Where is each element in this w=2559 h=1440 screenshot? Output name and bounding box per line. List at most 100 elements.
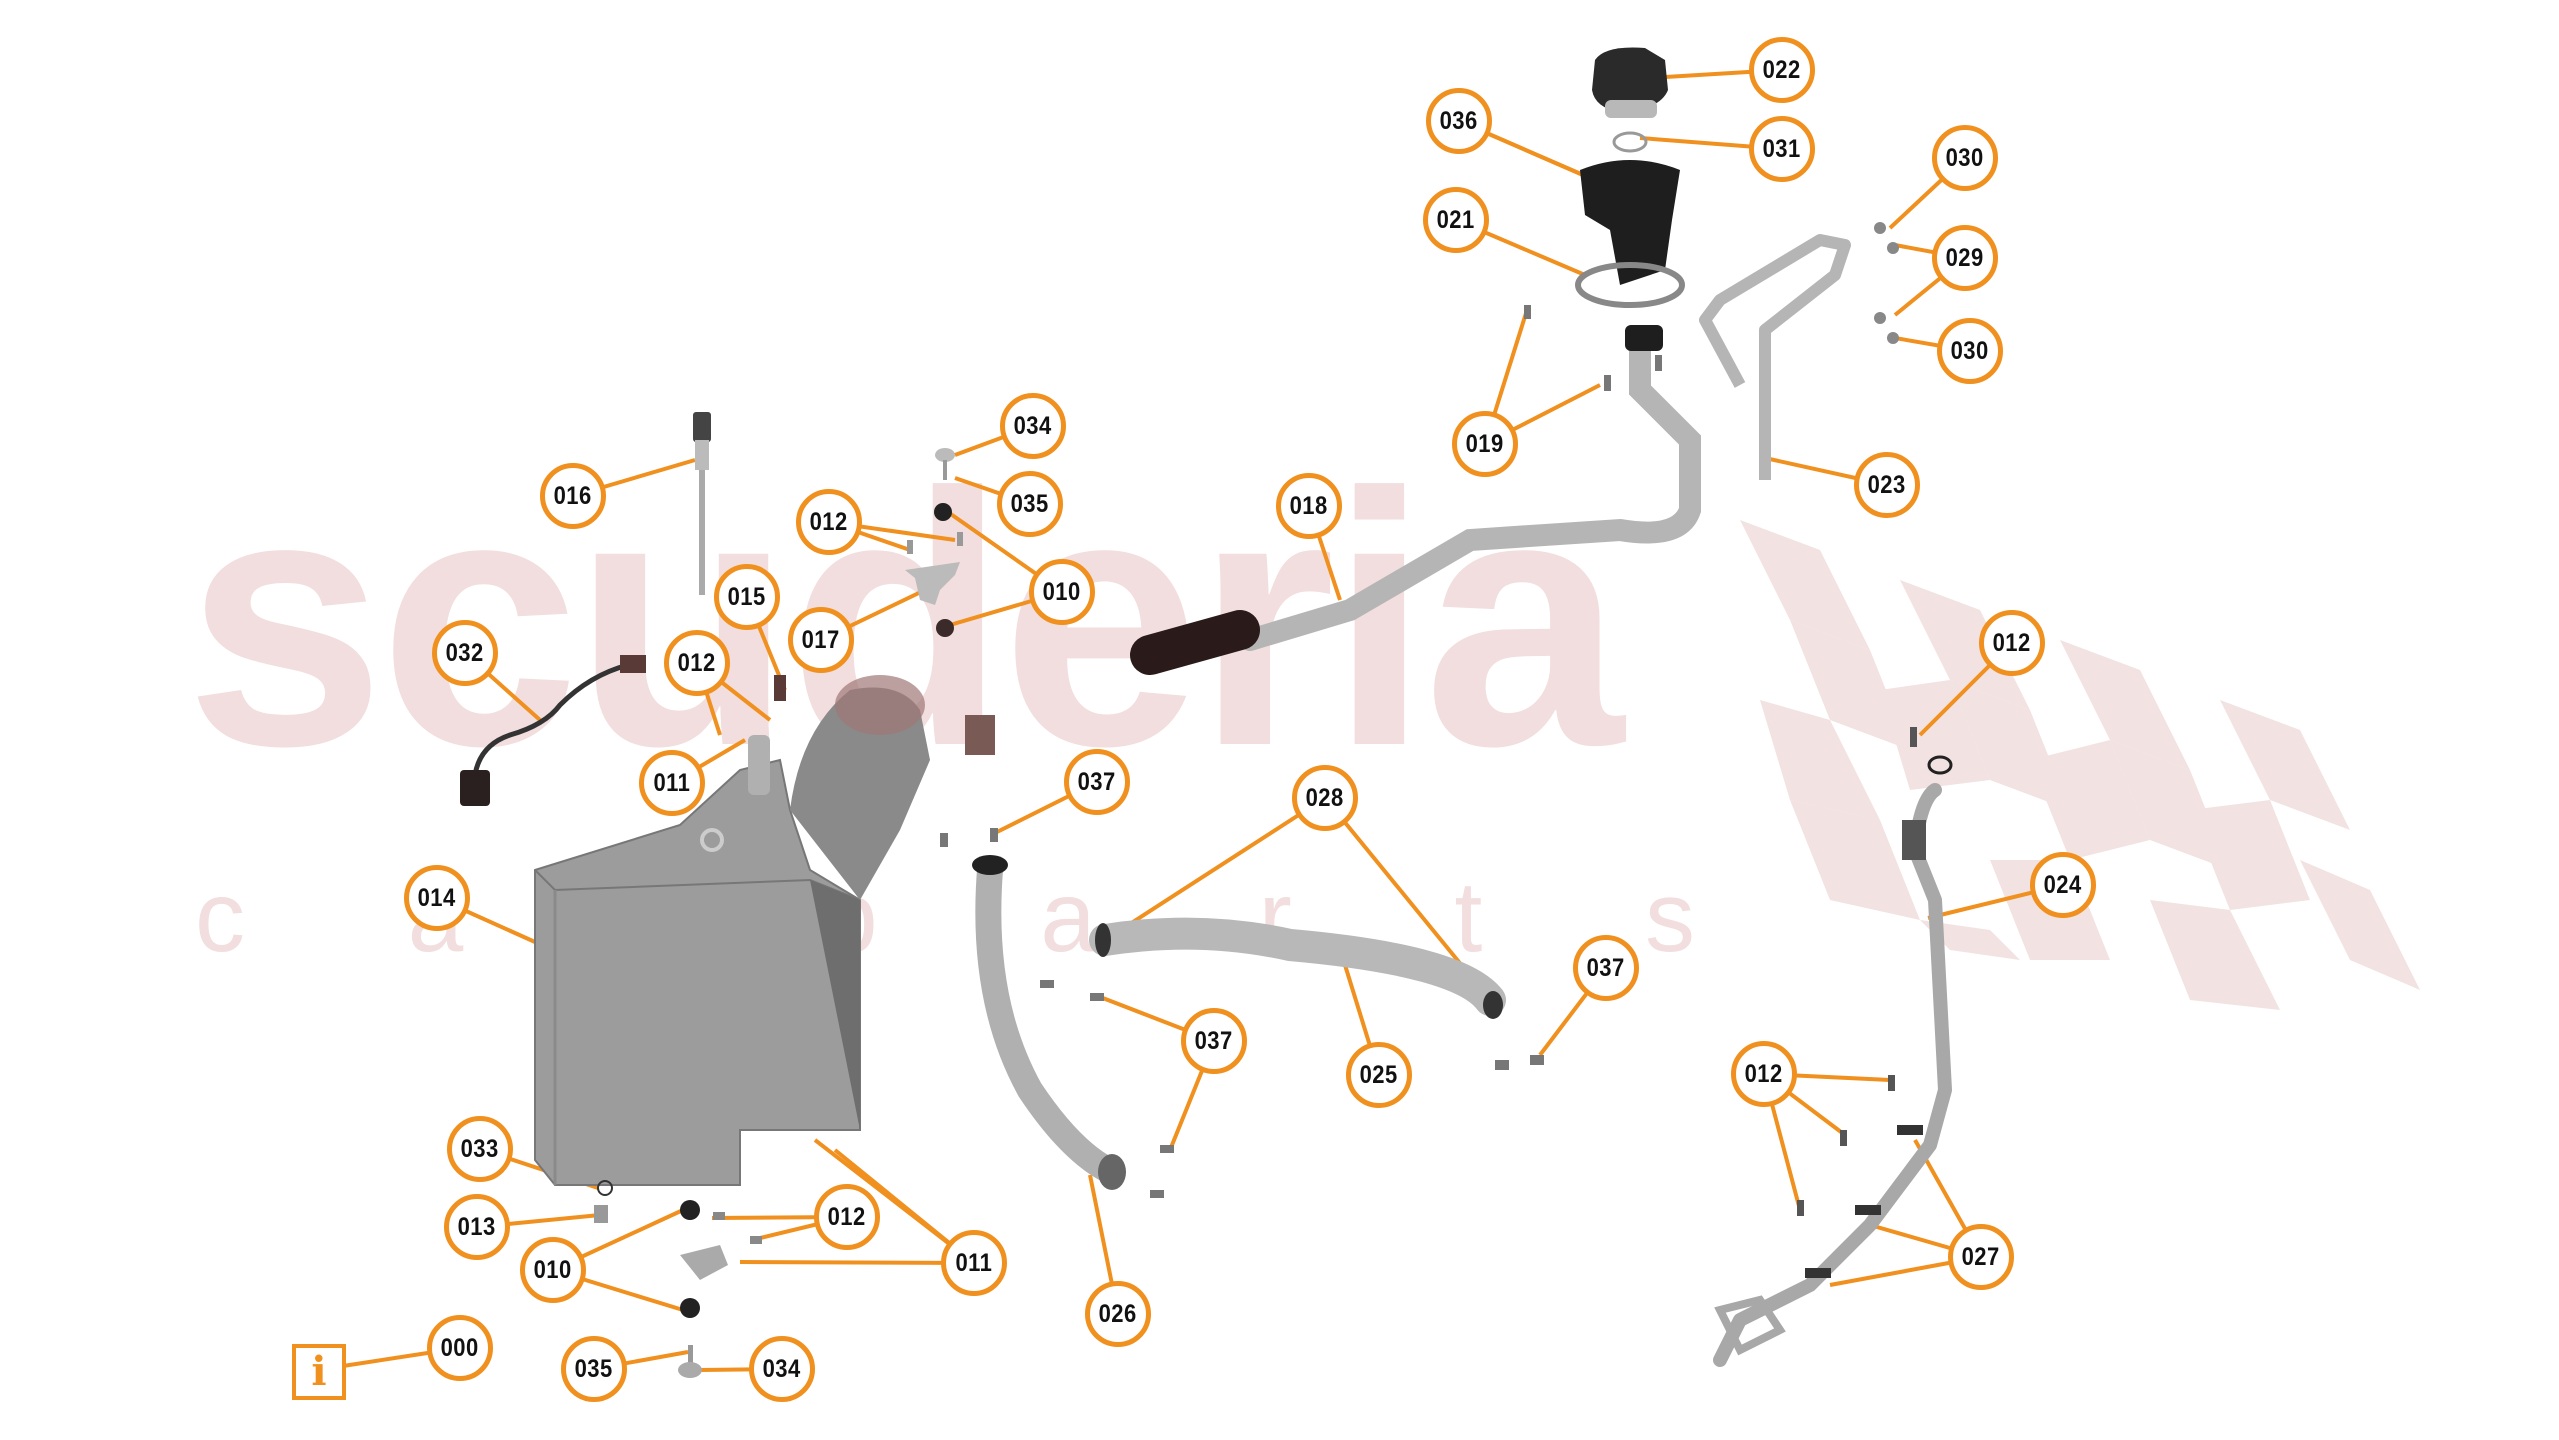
clips-027 [1805,1125,1923,1278]
callout-label: 010 [533,1255,573,1284]
wiring-harness-032 [460,655,646,806]
callout-label: 028 [1305,783,1345,812]
callout-label: 018 [1289,491,1329,520]
grommet-010 [934,503,952,521]
callout-label: 032 [445,638,485,667]
callout-label: 034 [762,1354,802,1383]
callout-030[interactable]: 030 [1937,318,2003,384]
callout-027[interactable]: 027 [1948,1224,2014,1290]
callout-012[interactable]: 012 [664,630,730,696]
callout-032[interactable]: 032 [432,620,498,686]
callout-label: 011 [653,768,691,797]
callout-022[interactable]: 022 [1749,37,1815,103]
callout-label: 033 [460,1134,500,1163]
callout-012[interactable]: 012 [796,489,862,555]
callout-label: 030 [1945,143,1985,172]
callout-label: 029 [1945,243,1985,272]
oil-pipe-024 [1713,783,1952,1367]
callout-014[interactable]: 014 [404,865,470,931]
callout-023[interactable]: 023 [1854,452,1920,518]
callout-012[interactable]: 012 [1979,610,2045,676]
callout-label: 030 [1950,336,1990,365]
callout-label: 012 [1744,1059,1784,1088]
callout-label: 026 [1098,1299,1138,1328]
washer-034 [935,448,955,462]
watermark-letter: t [1454,861,1483,973]
callout-034[interactable]: 034 [1000,393,1066,459]
bolts-012-right [1797,727,1917,1216]
callout-026[interactable]: 026 [1085,1281,1151,1347]
callout-label: 012 [827,1202,867,1231]
callout-label: 012 [1992,628,2032,657]
callout-012[interactable]: 012 [814,1184,880,1250]
callout-036[interactable]: 036 [1426,88,1492,154]
callout-037[interactable]: 037 [1064,749,1130,815]
callout-037[interactable]: 037 [1181,1008,1247,1074]
callout-013[interactable]: 013 [444,1194,510,1260]
clips-029-030 [1874,222,1899,344]
callout-029[interactable]: 029 [1932,225,1998,291]
watermark-letter: a [1040,861,1096,973]
callout-018[interactable]: 018 [1276,473,1342,539]
callout-016[interactable]: 016 [540,463,606,529]
callout-label: 023 [1867,470,1907,499]
callout-label: 035 [1010,489,1050,518]
seal-ring-021 [1575,262,1685,308]
callout-035[interactable]: 035 [561,1336,627,1402]
callout-label: 036 [1439,106,1479,135]
watermark-letter: s [1645,861,1695,973]
bracket-011 [680,1245,728,1280]
callout-033[interactable]: 033 [447,1116,513,1182]
callout-label: 019 [1465,429,1505,458]
washer-034b [678,1362,702,1378]
callout-label: 012 [809,507,849,536]
callout-028[interactable]: 028 [1292,765,1358,831]
callout-label: 037 [1077,767,1117,796]
level-sensor-016 [693,412,711,595]
callout-label: 022 [1762,55,1802,84]
callout-label: 031 [1762,134,1802,163]
callout-035[interactable]: 035 [997,471,1063,537]
callout-019[interactable]: 019 [1452,411,1518,477]
callout-010[interactable]: 010 [1029,559,1095,625]
bolts-019 [1524,305,1662,391]
info-icon[interactable]: i [292,1344,346,1400]
o-ring-033 [597,1180,613,1196]
callout-030[interactable]: 030 [1932,125,1998,191]
bracket-017 [905,562,960,605]
callout-label: 000 [440,1333,480,1362]
callout-011[interactable]: 011 [639,750,705,816]
callout-034[interactable]: 034 [749,1336,815,1402]
callout-000[interactable]: 000 [427,1315,493,1381]
callout-031[interactable]: 031 [1749,116,1815,182]
callout-label: 017 [801,625,841,654]
vent-pipe-023 [1699,234,1851,480]
callout-012[interactable]: 012 [1731,1041,1797,1107]
callout-010[interactable]: 010 [520,1237,586,1303]
callout-label: 012 [677,648,717,677]
callout-label: 021 [1436,205,1476,234]
callout-label: 037 [1586,953,1626,982]
callout-label: 013 [457,1212,497,1241]
plug-013 [594,1205,608,1223]
callout-label: 016 [553,481,593,510]
bolts-037 [940,828,1544,1198]
callout-024[interactable]: 024 [2030,852,2096,918]
callout-label: 025 [1359,1060,1399,1089]
callout-017[interactable]: 017 [788,607,854,673]
callout-037[interactable]: 037 [1573,935,1639,1001]
callout-025[interactable]: 025 [1346,1042,1412,1108]
filler-cap [1592,47,1668,118]
oil-tank-014 [534,675,995,1186]
o-ring-024 [1927,755,1953,775]
pin-035 [943,460,947,480]
callout-015[interactable]: 015 [714,564,780,630]
callout-021[interactable]: 021 [1423,187,1489,253]
callout-label: 037 [1194,1026,1234,1055]
callout-011[interactable]: 011 [941,1230,1007,1296]
o-ring-031 [1612,131,1648,153]
callout-label: 011 [955,1248,993,1277]
